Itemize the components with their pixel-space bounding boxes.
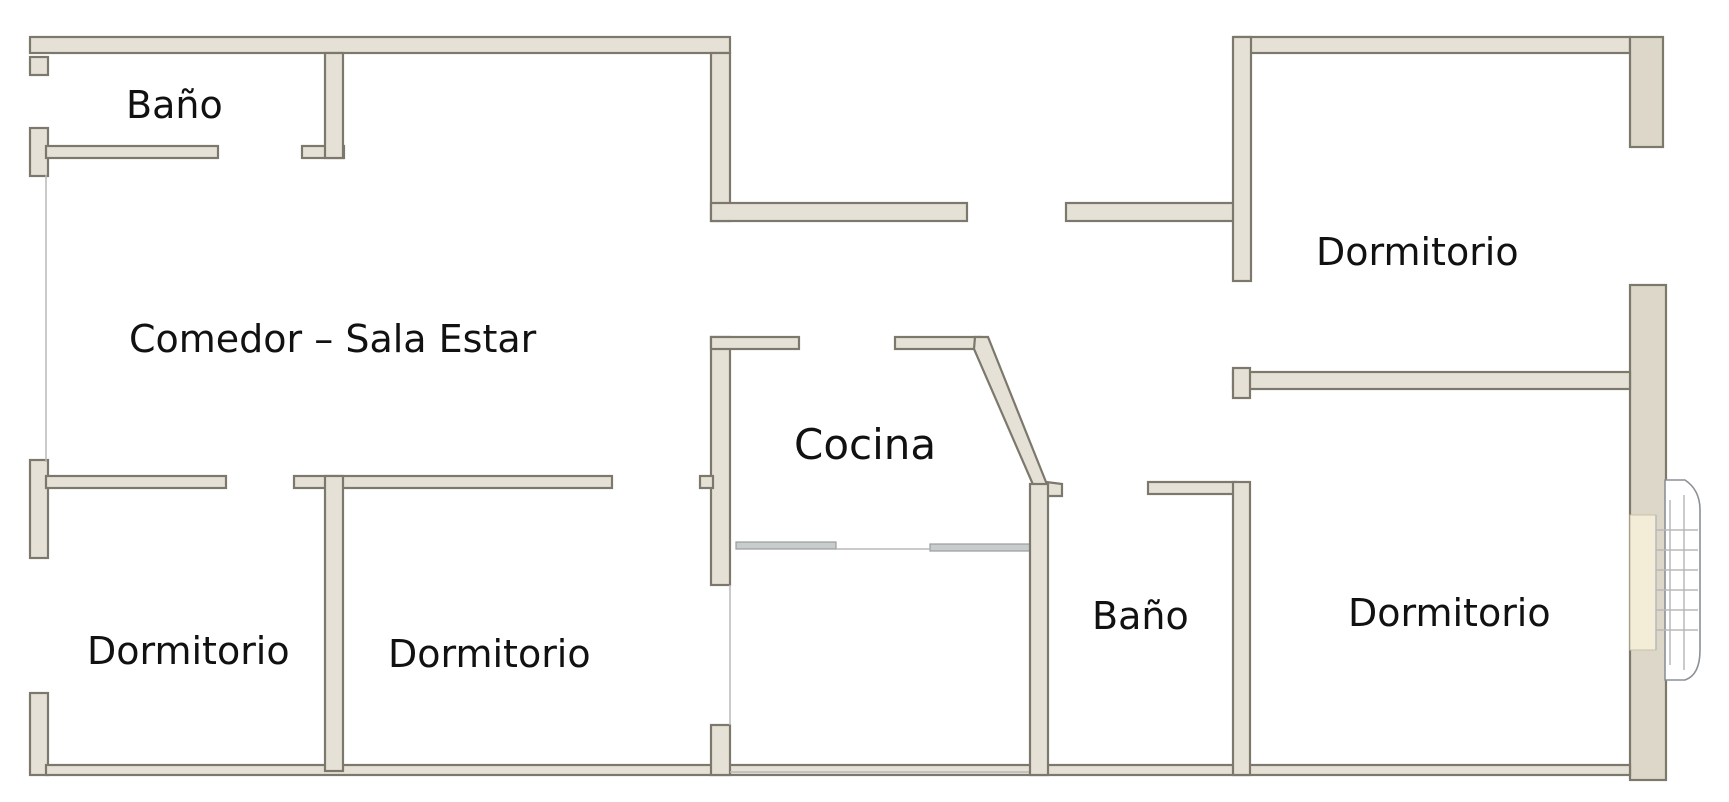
- wall-right-bedrooms: [1231, 370, 1632, 391]
- wall-top-left: [28, 35, 732, 55]
- wall-bottom: [44, 763, 1632, 777]
- wall-top-right: [1233, 35, 1632, 55]
- wall-kitchen-left-bottom: [709, 723, 732, 777]
- wall-corridor-top-b: [1064, 201, 1238, 223]
- wall-right-block-lower: [1231, 480, 1252, 777]
- label-bano-top: Baño: [126, 83, 223, 127]
- label-dormitorio-top-right: Dormitorio: [1316, 230, 1519, 274]
- wall-right-block-upper: [1231, 35, 1253, 283]
- balcony: [1629, 479, 1701, 681]
- label-dormitorio-bottom-left-2: Dormitorio: [388, 632, 591, 676]
- wall-bed-row-a: [44, 474, 228, 490]
- wall-left-seg1: [28, 55, 50, 77]
- kitchen-glass-b: [929, 543, 1031, 552]
- wall-bano-top-right: [323, 51, 345, 160]
- wall-left-seg4: [28, 691, 50, 777]
- wall-corridor-top-a: [709, 201, 969, 223]
- label-bano-bottom: Baño: [1092, 594, 1189, 638]
- label-dormitorio-bottom-left-1: Dormitorio: [87, 629, 290, 673]
- wall-left-seg3: [28, 458, 50, 560]
- room-labels: Baño Comedor – Sala Estar Cocina Dormito…: [87, 83, 1551, 676]
- wall-kitchen-left: [709, 335, 732, 587]
- wall-kitchen-left-stub: [698, 474, 715, 490]
- wall-kitchen-top-a: [709, 335, 801, 351]
- label-comedor: Comedor – Sala Estar: [129, 317, 537, 361]
- interior-walls-left: [44, 51, 1238, 773]
- wall-central-upper: [709, 51, 732, 223]
- wall-bano-bottom-left: [1028, 482, 1050, 777]
- interior-walls-right: [1028, 35, 1632, 777]
- wall-bed-row-b: [292, 474, 614, 490]
- wall-bano-bottom-top: [1146, 480, 1238, 496]
- label-cocina: Cocina: [794, 420, 936, 469]
- wall-kitchen-diagonal: [972, 335, 1064, 498]
- label-dormitorio-bottom-right: Dormitorio: [1348, 591, 1551, 635]
- wall-bano-top-bottom-a: [44, 144, 220, 160]
- wall-right-bedrooms-stub: [1231, 366, 1252, 400]
- wall-kitchen-top-b: [893, 335, 983, 351]
- balcony-tile-strip: [1629, 514, 1657, 651]
- balcony-grid: [1655, 495, 1698, 670]
- wall-bed-divider: [323, 474, 345, 773]
- interior-walls-kitchen: [698, 335, 1064, 777]
- wall-right-top: [1628, 35, 1665, 149]
- kitchen-glass-a: [735, 541, 837, 550]
